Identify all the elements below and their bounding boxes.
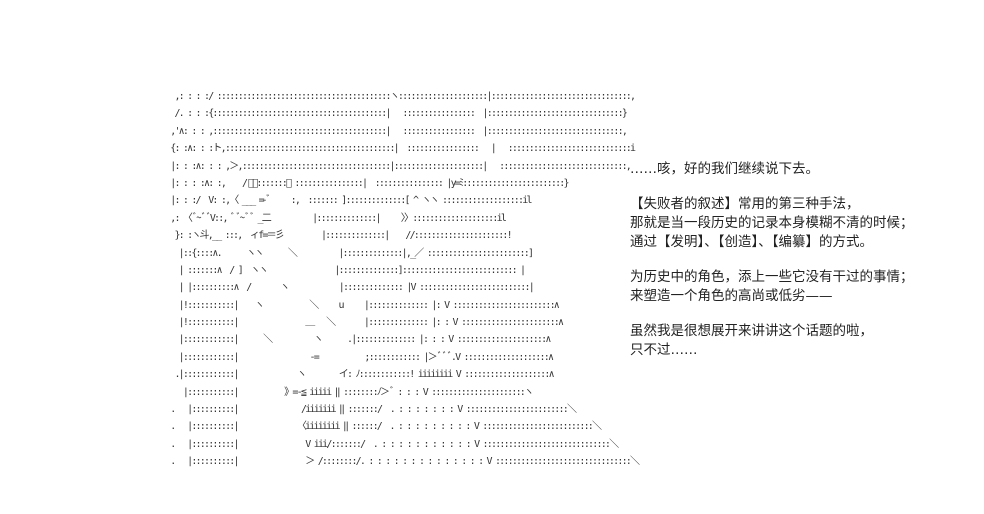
art-line: |: : : :∧: :, /ﾞ＜:::::::／ ::::::::::::::… bbox=[166, 177, 569, 189]
paragraph-gap bbox=[630, 252, 914, 268]
art-line: . |::::::::::| /iiiiiii ‖ :::::::/ . : :… bbox=[166, 404, 577, 416]
art-line: |!:::::::::::| ＿ ＼ |:::::::::::::: |: : … bbox=[166, 317, 564, 329]
art-line: |::::::::::::| -= ;:::::::::::: |＞ﾞﾞﾞ.V … bbox=[166, 351, 554, 363]
art-line: |::::::::::::| ＼ ヽ .|:::::::::::::: |: :… bbox=[166, 334, 552, 346]
narration-line: 【失败者的叙述】常用的第三种手法， bbox=[630, 196, 860, 212]
art-line: . |::::::::::| 〈iiiiiiii ‖ ::::::/ . : :… bbox=[166, 421, 602, 433]
ascii-art-figure: ,: : : :/ ::::::::::::::::::::::::::::::… bbox=[166, 88, 640, 471]
art-line: |::{::::∧. ヽヽ ＼ |::::::::::::::|,_／ ::::… bbox=[166, 247, 534, 259]
narration-text: ……咳，好的我们继续说下去。【失败者的叙述】常用的第三种手法， 那就是当一段历史的… bbox=[630, 160, 914, 360]
art-line: | :::::::∧ / ] ヽヽ |::::::::::::::]::::::… bbox=[166, 264, 526, 276]
art-line: ,: 〈ﾞ~ﾞﾞV::, ﾞ ﾞ~ﾞﾞ _二 |::::::::::::::| … bbox=[166, 212, 507, 224]
art-line: |: : :/ V: :,〈 ___ =-ﾞ :, ::::::: ]:::::… bbox=[166, 195, 532, 207]
art-line: . |::::::::::| V iii/:::::::/ . : : : : … bbox=[166, 438, 619, 450]
art-line: {: :∧: : :ト,::::::::::::::::::::::::::::… bbox=[166, 143, 636, 155]
narration-line: 虽然我是很想展开来讲讲这个话题的啦， bbox=[630, 323, 873, 339]
art-line: ,: : : :/ ::::::::::::::::::::::::::::::… bbox=[166, 91, 636, 102]
art-line: .|::::::::::::| ヽ イ: ﾉ::::::::::::! iiii… bbox=[166, 369, 554, 381]
art-line: . |::::::::::| ＞ /::::::::/. : : : : : :… bbox=[166, 456, 640, 468]
art-line: }: :ヽ斗,__ :::, ィf=＝彡 |::::::::::::::| //… bbox=[166, 230, 512, 242]
paragraph-gap bbox=[630, 306, 914, 322]
narration-line: 来塑造一个角色的高尚或低劣—— bbox=[630, 288, 833, 304]
art-line: /. : : :{:::::::::::::::::::::::::::::::… bbox=[166, 108, 627, 120]
art-line: |: : :∧: : : ,＞,::::::::::::::::::::::::… bbox=[166, 160, 632, 172]
art-line: |!:::::::::::| ヽ ＼ u |:::::::::::::: |: … bbox=[166, 299, 560, 311]
narration-line: 通过【发明】、【创造】、【编纂】的方式。 bbox=[630, 234, 873, 250]
art-line: | |::::::::::∧ / ヽ |:::::::::::::: |V ::… bbox=[166, 282, 535, 294]
art-line: ,'∧: : : ,::::::::::::::::::::::::::::::… bbox=[166, 125, 628, 137]
narration-line: 只不过…… bbox=[630, 342, 698, 358]
narration-line: ……咳，好的我们继续说下去。 bbox=[630, 161, 819, 177]
narration-line: 为历史中的角色，添上一些它没有干过的事情； bbox=[630, 269, 914, 285]
paragraph-gap bbox=[630, 179, 914, 195]
art-line: |:::::::::::| 》=-≦ iiiii ‖ ::::::::ﾉ＞ﾞ :… bbox=[166, 386, 534, 398]
narration-line: 那就是当一段历史的记录本身模糊不清的时候； bbox=[630, 215, 914, 231]
